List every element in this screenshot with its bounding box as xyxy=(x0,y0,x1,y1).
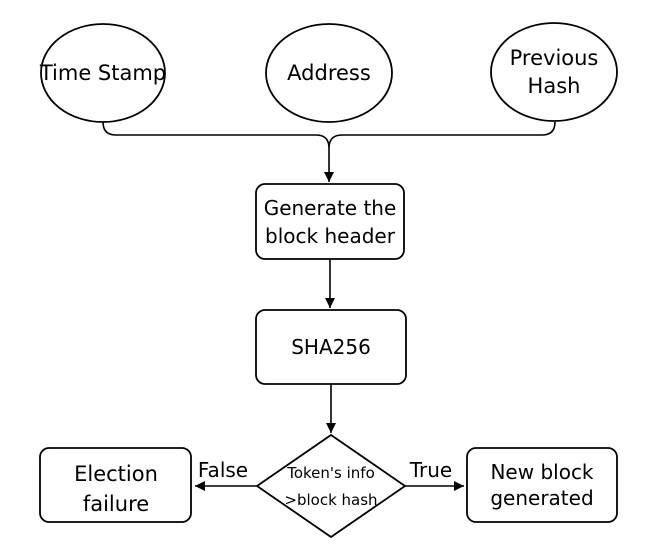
timestamp-label: Time Stamp xyxy=(39,61,166,85)
address-ellipse xyxy=(265,23,393,123)
previous-hash-label-line2: Hash xyxy=(528,74,581,98)
decision-diamond xyxy=(255,433,407,539)
false-label: False xyxy=(198,458,248,482)
success-line1: New block xyxy=(490,460,593,484)
true-label: True xyxy=(409,458,452,482)
address-label: Address xyxy=(287,61,371,85)
decision-line1: Token's info xyxy=(286,464,375,482)
previous-hash-label-line1: Previous xyxy=(510,46,599,70)
generate-header-line1: Generate the xyxy=(264,196,397,220)
previous-hash-ellipse xyxy=(490,22,618,122)
success-line2: generated xyxy=(490,486,593,510)
decision-line2: >block hash xyxy=(284,491,377,509)
generate-header-line2: block header xyxy=(265,224,396,248)
merge-brace xyxy=(102,121,556,149)
failure-line1: Election xyxy=(74,462,158,486)
sha256-label: SHA256 xyxy=(291,335,371,359)
failure-line2: failure xyxy=(83,492,149,516)
election-failure-box xyxy=(39,447,192,523)
new-block-box xyxy=(466,447,618,523)
